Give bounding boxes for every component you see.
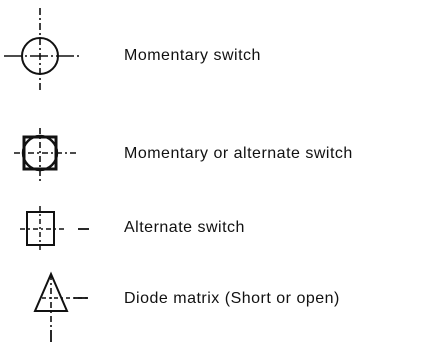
momentary-switch-label: Momentary switch bbox=[124, 47, 261, 64]
alternate-switch-label: Alternate switch bbox=[124, 219, 245, 236]
momentary-or-alternate-switch-label: Momentary or alternate switch bbox=[124, 145, 353, 162]
diode-matrix-label: Diode matrix (Short or open) bbox=[124, 290, 340, 307]
